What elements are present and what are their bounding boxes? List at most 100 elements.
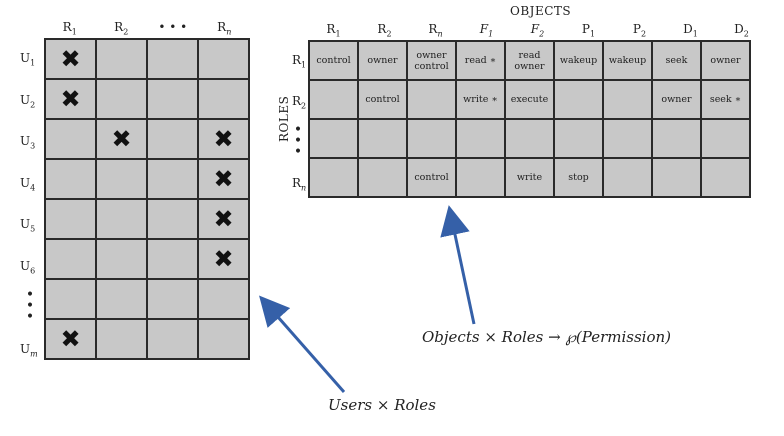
permission-cell: owner [651, 79, 702, 120]
permission-cell: read ∗ [455, 40, 506, 81]
or-col-header: P2 [632, 22, 647, 39]
ur-row-header: U6 [20, 258, 36, 275]
permission-cell [308, 79, 359, 120]
or-col-header: P1 [581, 22, 596, 39]
permission-cell [308, 118, 359, 159]
ur-cell: ✖ [44, 318, 97, 360]
permission-cell [602, 79, 653, 120]
ur-row-header: U1 [20, 51, 36, 68]
ur-col-header: Rn [217, 20, 232, 37]
permission-cell: control [308, 40, 359, 81]
ur-cell: ✖ [197, 198, 250, 240]
assignment-mark-icon: ✖ [213, 125, 234, 153]
ur-row: ✖ [44, 78, 250, 120]
ur-cell [44, 238, 97, 280]
or-col-header: D1 [683, 22, 698, 39]
assignment-mark-icon: ✖ [60, 85, 81, 113]
permission-cell [357, 157, 408, 198]
ur-row: ✖ [44, 238, 250, 280]
ur-cell: ✖ [197, 118, 250, 160]
ur-row: ✖ [44, 198, 250, 240]
ur-cell [95, 318, 148, 360]
or-row-header: Rn [292, 176, 307, 193]
ur-row-header: U3 [20, 134, 36, 151]
or-row-header: R2 [292, 94, 307, 111]
permission-cell [602, 157, 653, 198]
or-col-header: R2 [377, 22, 392, 39]
permission-cell: stop [553, 157, 604, 198]
ur-cell [95, 78, 148, 120]
ur-cell [44, 158, 97, 200]
or-row-header: ••• [293, 122, 303, 160]
assignment-mark-icon: ✖ [213, 205, 234, 233]
or-row-header: R1 [292, 53, 307, 70]
ur-row: ✖ [44, 318, 250, 360]
ur-col-header: R2 [114, 20, 129, 37]
permission-cell: execute [504, 79, 555, 120]
permission-cell: seek [651, 40, 702, 81]
assignment-mark-icon: ✖ [213, 165, 234, 193]
ur-row-header: U5 [20, 217, 36, 234]
permission-cell [455, 157, 506, 198]
ur-row [44, 278, 250, 320]
ur-cell [197, 318, 250, 360]
ur-cell: ✖ [44, 78, 97, 120]
or-col-header: D2 [734, 22, 749, 39]
ur-row: ✖✖ [44, 118, 250, 160]
ur-col-header: • • • [158, 20, 188, 34]
ur-cell [146, 198, 199, 240]
ur-cell [197, 78, 250, 120]
or-col-header: F2 [530, 22, 545, 39]
ur-col-header: R1 [62, 20, 77, 37]
permission-cell [700, 157, 751, 198]
ur-cell: ✖ [95, 118, 148, 160]
ur-cell: ✖ [197, 158, 250, 200]
permission-cell [553, 118, 604, 159]
ur-cell [146, 238, 199, 280]
or-col-header: Rn [428, 22, 443, 39]
ur-cell [197, 278, 250, 320]
permission-cell [406, 118, 457, 159]
ur-cell [95, 158, 148, 200]
permission-cell: owner [700, 40, 751, 81]
permission-cell: control [357, 79, 408, 120]
ur-row: ✖ [44, 158, 250, 200]
ur-cell [146, 118, 199, 160]
ur-cell: ✖ [44, 38, 97, 80]
users-roles-caption: Users × Roles [328, 396, 436, 414]
objects-roles-caption: Objects × Roles → ℘(Permission) [422, 328, 671, 346]
permission-cell: write [504, 157, 555, 198]
or-col-header: F1 [479, 22, 494, 39]
permission-cell [406, 79, 457, 120]
ur-row-header: U2 [20, 92, 36, 109]
objects-title: OBJECTS [510, 4, 572, 18]
arrow-to-users-roles [259, 295, 346, 393]
assignment-mark-icon: ✖ [111, 125, 132, 153]
permission-cell [357, 118, 408, 159]
ur-row: ✖ [44, 38, 250, 80]
permission-cell [504, 118, 555, 159]
permission-cell [308, 157, 359, 198]
ur-cell [95, 198, 148, 240]
ur-cell [95, 278, 148, 320]
permission-cell: owner [357, 40, 408, 81]
users-roles-matrix: ✖✖✖✖✖✖✖✖ [44, 38, 250, 360]
arrow-to-objects-roles [440, 205, 476, 325]
ur-cell [197, 38, 250, 80]
ur-cell [146, 78, 199, 120]
ur-cell [146, 38, 199, 80]
ur-cell [44, 278, 97, 320]
ur-row-header: Um [20, 341, 38, 358]
assignment-mark-icon: ✖ [60, 45, 81, 73]
ur-row-header: U4 [20, 175, 36, 192]
permission-cell: control [406, 157, 457, 198]
ur-row-header: ••• [25, 287, 35, 325]
assignment-mark-icon: ✖ [213, 245, 234, 273]
ur-cell [146, 158, 199, 200]
